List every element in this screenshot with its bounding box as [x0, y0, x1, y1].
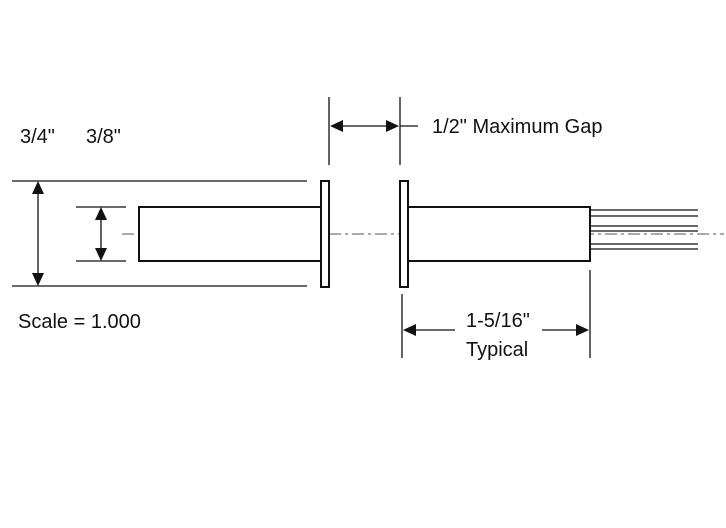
inner-diameter-label: 3/8" [86, 126, 121, 148]
length-note-label: Typical [466, 339, 528, 361]
scale-label: Scale = 1.000 [18, 311, 141, 333]
switch-flange [399, 180, 409, 288]
gap-dimension [330, 120, 418, 132]
inner-diameter-dimension [95, 207, 107, 261]
outer-diameter-label: 3/4" [20, 126, 55, 148]
lead-wires [590, 209, 698, 250]
magnet-body [138, 206, 322, 262]
outer-diameter-dimension [32, 181, 44, 286]
length-dimension [403, 324, 589, 336]
max-gap-label: 1/2" Maximum Gap [432, 116, 603, 138]
magnet-flange [320, 180, 330, 288]
switch-body [407, 206, 591, 262]
length-value-label: 1-5/16" [466, 310, 530, 332]
